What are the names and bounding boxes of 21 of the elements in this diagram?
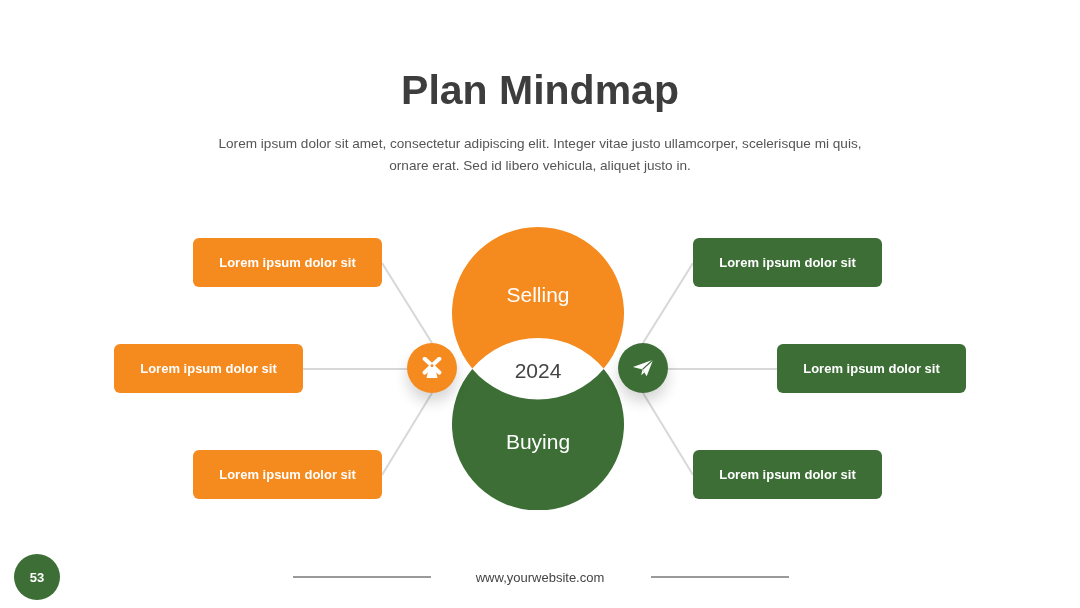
subtitle-text: Lorem ipsum dolor sit amet, consectetur adipiscing elit. Integer vitae justo ullamcorper, scelerisque mi quis, ornare erat. Sed id libero vehicula, aliquet justo in. [217, 135, 863, 175]
slide-title: Plan Mindmap [401, 66, 679, 115]
connector-line [642, 392, 694, 476]
year-label: 2024 [514, 360, 562, 382]
page-number-badge: 53 [14, 554, 60, 600]
website-text: www,yourwebsite.com [475, 569, 605, 586]
topic-box: Lorem ipsum dolor sit [114, 344, 303, 393]
topic-box: Lorem ipsum dolor sit [193, 450, 382, 499]
topic-box: Lorem ipsum dolor sit [693, 450, 882, 499]
connector-line [642, 262, 694, 344]
icon-circle [618, 343, 668, 393]
connector-line [302, 368, 408, 370]
connector-line [381, 262, 433, 344]
topic-box: Lorem ipsum dolor sit [693, 238, 882, 287]
circle-label: Buying [505, 430, 571, 453]
circle-label: Selling [506, 284, 570, 306]
topic-box: Lorem ipsum dolor sit [193, 238, 382, 287]
icon-circle [407, 343, 457, 393]
topic-box: Lorem ipsum dolor sit [777, 344, 966, 393]
connector-line [381, 392, 433, 476]
connector-line [667, 368, 778, 370]
